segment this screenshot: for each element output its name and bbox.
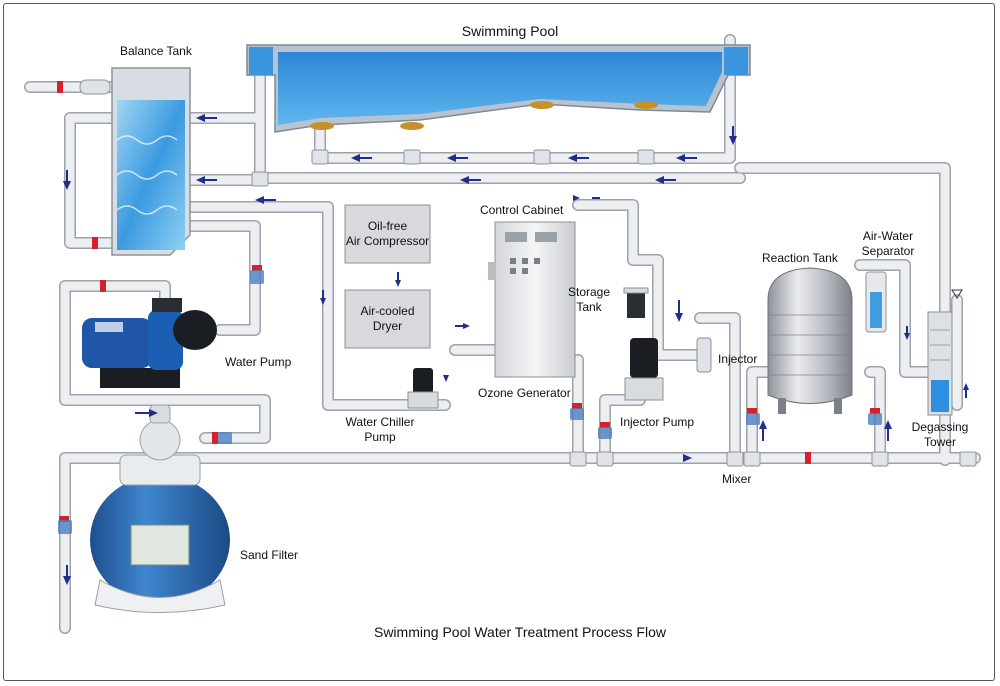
air-water-separator xyxy=(865,271,887,333)
air-compressor-box xyxy=(344,204,431,264)
air-dryer-label: Air-cooled Dryer xyxy=(360,304,415,333)
injector-label: Injector xyxy=(718,352,758,366)
sand-filter xyxy=(90,404,230,613)
ozone-generator-label: Ozone Generator xyxy=(478,386,571,400)
storage-tank xyxy=(623,287,649,318)
water-pump-label: Water Pump xyxy=(225,355,292,369)
flow-arrows xyxy=(63,114,969,585)
air-compressor-label: Oil-free Air Compressor xyxy=(345,219,430,248)
diagram-title: Swimming Pool Water Treatment Process Fl… xyxy=(373,624,666,640)
air-dryer-box xyxy=(344,289,431,349)
water-chiller-pump-label: Water Chiller Pump xyxy=(345,415,415,444)
injector-pump xyxy=(624,338,664,401)
reaction-tank-label: Reaction Tank xyxy=(762,251,838,265)
injector xyxy=(696,337,712,373)
water-chiller-pump xyxy=(407,368,439,409)
valves xyxy=(57,81,882,534)
mixer-label: Mixer xyxy=(722,472,752,486)
balance-tank xyxy=(111,67,191,256)
degassing-tower-label: Degassing Tower xyxy=(911,420,969,449)
storage-tank-label: Storage Tank xyxy=(567,285,611,314)
air-water-separator-label: Air-Water Separator xyxy=(861,229,915,258)
injector-pump-label: Injector Pump xyxy=(620,415,695,429)
pipe-fittings xyxy=(79,79,977,467)
swimming-pool xyxy=(246,44,751,133)
ozone-generator xyxy=(488,221,576,378)
reaction-tank xyxy=(767,267,853,414)
sand-filter-label: Sand Filter xyxy=(240,548,299,562)
water-pump xyxy=(82,298,217,388)
degassing-tower xyxy=(927,289,963,416)
control-cabinet-label: Control Cabinet xyxy=(480,203,564,217)
swimming-pool-label: Swimming Pool xyxy=(461,23,559,39)
balance-tank-label: Balance Tank xyxy=(120,44,192,58)
